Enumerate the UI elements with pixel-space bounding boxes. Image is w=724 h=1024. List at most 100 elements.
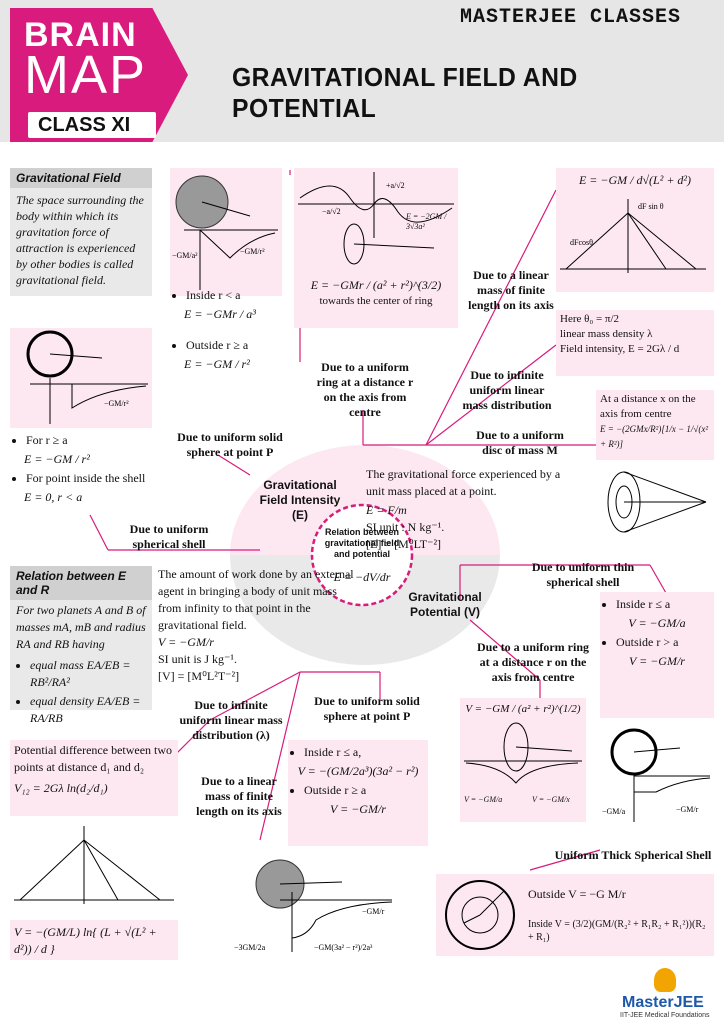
thick-shell-diagram bbox=[445, 880, 515, 950]
ring-peak-right: +a/√2 bbox=[386, 181, 405, 190]
shell-item1: For r ≥ a bbox=[26, 432, 158, 449]
shell-field-graph: −GM/r² bbox=[26, 330, 148, 424]
solid-v-outside-formula: V = −GM/r bbox=[330, 802, 386, 816]
disc-diagram-box bbox=[596, 464, 714, 540]
shell-formula2: E = 0, r < a bbox=[24, 490, 83, 504]
outside-formula: E = −GM / r² bbox=[184, 357, 250, 371]
linear-mass-v-diagram-box bbox=[10, 820, 178, 920]
intensity-hub-shape bbox=[230, 445, 500, 555]
thin-shell-inside-formula: V = −GM/a bbox=[628, 616, 686, 630]
solid-v-graph-left: −3GM/2a bbox=[234, 943, 266, 952]
infinite-linear-v-caption: Due to infinite uniform linear mass dist… bbox=[179, 698, 283, 742]
linear-mass-e-box: E = −GM / d√(L² + d²) dF sin θ dFcosθ bbox=[556, 168, 714, 292]
ring-v-diagram bbox=[464, 722, 582, 784]
solid-sphere-graph-box: −GM/a² −GM/r² bbox=[170, 168, 282, 296]
thick-shell-outside: Outside V = −G M/r bbox=[528, 887, 626, 901]
field-def-si: SI unit : N kg⁻¹. bbox=[366, 520, 445, 534]
thick-shell-caption: Uniform Thick Spherical Shell bbox=[554, 848, 712, 862]
class-label: CLASS XI bbox=[38, 114, 131, 136]
mascot-icon bbox=[654, 968, 676, 992]
thin-shell-graph-left: −GM/a bbox=[602, 807, 626, 816]
potential-hub-shape bbox=[230, 555, 500, 665]
shell-e-caption: Due to uniform spherical shell bbox=[129, 522, 209, 551]
solid-sphere-v-box: Inside r ≤ a, V = −(GM/2a³)(3a² − r²) Ou… bbox=[288, 740, 428, 846]
potential-def-dim: [V] = [M⁰L²T⁻²] bbox=[158, 669, 240, 683]
disc-formula: E = −(2GMx/R²)[1/x − 1/√(x² + R²)] bbox=[600, 424, 709, 449]
relation-er-item2: equal density EA/EB = RA/RB bbox=[30, 693, 152, 727]
thin-shell-v-caption: Due to uniform thin spherical shell bbox=[531, 560, 635, 589]
gravitational-field-box: Gravitational Field The space surroundin… bbox=[10, 168, 152, 296]
solid-sphere-e-caption: Due to uniform solid sphere at point P bbox=[177, 430, 283, 459]
thin-shell-outside-formula: V = −GM/r bbox=[629, 654, 685, 668]
disc-line1: At a distance x on the axis from centre bbox=[600, 393, 696, 420]
thin-shell-inside: Inside r ≤ a bbox=[616, 596, 714, 613]
brain-label: BRAIN bbox=[24, 16, 137, 54]
ring-peak-left: −a/√2 bbox=[322, 207, 341, 216]
ring-e-formula: E = −GMr / (a² + r²)^(3/2) bbox=[310, 278, 442, 292]
potential-hub-title: Gravitational Potential (V) bbox=[408, 590, 482, 619]
relation-er-item1: equal mass EA/EB = RB²/RA² bbox=[30, 657, 152, 691]
relation-title: Relation between gravitational field and… bbox=[324, 527, 400, 559]
solid-sphere-e-formulas: Inside r < a E = −GMr / a³ Outside r ≥ a… bbox=[170, 285, 288, 373]
infinite-v-text: Potential difference between two points … bbox=[14, 743, 173, 774]
shell-e-graph-box: −GM/r² bbox=[10, 328, 152, 428]
map-label: MAP bbox=[24, 45, 148, 105]
graph-left-label: −GM/a² bbox=[172, 251, 198, 260]
potential-def-formula: V = −GM/r bbox=[158, 635, 214, 649]
infinite-linear-e-caption: Due to infinite uniform linear mass dist… bbox=[462, 368, 552, 412]
field-def-formula: E = F/m bbox=[366, 503, 407, 517]
linear-mass-e-formula: E = −GM / d√(L² + d²) bbox=[578, 173, 692, 187]
shell-graph-label: −GM/r² bbox=[104, 399, 129, 408]
footer-tagline: IIT-JEE Medical Foundations bbox=[620, 1012, 710, 1019]
ring-v-caption: Due to a uniform ring at a distance r on… bbox=[477, 640, 589, 684]
relation-circle bbox=[310, 503, 414, 607]
thick-shell-box: Outside V = −G M/r Inside V = (3/2)(GM/(… bbox=[436, 874, 714, 956]
infinite-line3: Field intensity, E = 2Gλ / d bbox=[560, 343, 680, 355]
potential-definition-block: The amount of work done by an external a… bbox=[158, 566, 358, 685]
infinite-linear-e-box: Here θ₀ = π/2 linear mass density λ Fiel… bbox=[556, 310, 714, 376]
intensity-hub-title: Gravitational Field Intensity (E) bbox=[259, 478, 341, 522]
label-cos: dFcosθ bbox=[570, 238, 593, 247]
linear-mass-diagram: dF sin θ dFcosθ bbox=[560, 199, 706, 273]
graph-right-label: −GM/r² bbox=[240, 247, 265, 256]
solid-v-graph-mid: −GM(3a² − r²)/2a³ bbox=[314, 943, 373, 952]
disc-e-box: At a distance x on the axis from centre … bbox=[596, 390, 714, 460]
linear-mass-v-formula-box: V = −(GM/L) ln{ (L + √(L² + d²)) / d } bbox=[10, 920, 178, 960]
relation-er-box: Relation between E and R For two planets… bbox=[10, 566, 152, 725]
ring-v-left: V = −GM/a bbox=[464, 795, 503, 804]
thin-shell-v-box: Inside r ≤ a V = −GM/a Outside r > a V =… bbox=[600, 592, 714, 718]
thin-shell-graph-box: −GM/a −GM/r bbox=[600, 724, 714, 824]
ring-field-graph: −a/√2 +a/√2 bbox=[298, 172, 454, 265]
page-title: GRAVITATIONAL FIELD AND POTENTIAL bbox=[232, 62, 578, 123]
thin-shell-graph-right: −GM/r bbox=[676, 805, 699, 814]
shell-item2: For point inside the shell bbox=[26, 470, 158, 487]
relation-er-text: For two planets A and B of masses mA, mB… bbox=[16, 603, 146, 651]
inside-formula: E = −GMr / a³ bbox=[184, 307, 256, 321]
infinite-line2: linear mass density λ bbox=[560, 328, 653, 340]
infinite-linear-v-box: Potential difference between two points … bbox=[10, 740, 178, 816]
potential-def-si: SI unit is J kg⁻¹. bbox=[158, 652, 237, 666]
ring-v-box: V = −GM / (a² + r²)^(1/2) V = −GM/a V = … bbox=[460, 698, 586, 822]
field-def-dim: [E] = [M⁰LT⁻²] bbox=[366, 537, 442, 551]
ring-v-formula: V = −GM / (a² + r²)^(1/2) bbox=[465, 703, 581, 715]
potential-def-text: The amount of work done by an external a… bbox=[158, 567, 354, 632]
thin-shell-potential-graph: −GM/a −GM/r bbox=[602, 728, 711, 822]
brand-title: MASTERJEE CLASSES bbox=[460, 6, 682, 29]
solid-v-graph-right: −GM/r bbox=[362, 907, 385, 916]
ring-peak-value: E = −2GM / 3√3a² bbox=[406, 212, 447, 231]
linear-mass-v-caption: Due to a linear mass of finite length on… bbox=[196, 774, 282, 818]
footer-logo: MasterJEE bbox=[622, 994, 704, 1011]
field-definition-block: The gravitational force experienced by a… bbox=[366, 466, 562, 553]
disc-diagram bbox=[607, 471, 707, 533]
solid-sphere-v-graph-box: −3GM/2a −GM(3a² − r²)/2a³ −GM/r bbox=[232, 852, 428, 956]
ring-v-right: V = −GM/x bbox=[532, 795, 570, 804]
ring-field-box: −a/√2 +a/√2 E = −2GM / 3√3a² E = −GMr / … bbox=[294, 168, 458, 328]
disc-e-caption: Due to a uniform disc of mass M bbox=[476, 428, 564, 457]
gravitational-field-heading: Gravitational Field bbox=[10, 168, 152, 188]
field-def-text: The gravitational force experienced by a… bbox=[366, 467, 561, 498]
relation-formula: E = −dV/dr bbox=[333, 570, 391, 584]
linear-mass-v-diagram bbox=[14, 826, 174, 904]
class-badge bbox=[28, 112, 156, 138]
thin-shell-outside: Outside r > a bbox=[616, 634, 714, 651]
